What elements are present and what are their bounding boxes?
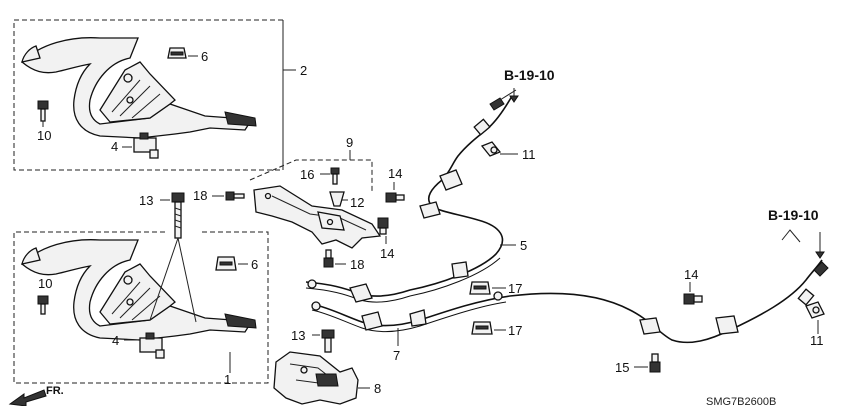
callout-17-lower: 17 <box>508 323 522 338</box>
lower-switch <box>139 332 165 359</box>
bolt-14-b <box>377 217 389 235</box>
ref-b-19-10-top: B-19-10 <box>504 67 555 83</box>
upper-dashed-frame <box>13 19 283 171</box>
lower-bolt <box>37 295 49 315</box>
callout-6-upper: 6 <box>201 49 208 64</box>
grommet-17-lower <box>471 321 493 335</box>
lower-bracket-8 <box>273 351 359 405</box>
front-direction-marker: FR. <box>8 385 64 406</box>
upper-lever-group: 2 6 10 4 <box>13 19 307 171</box>
lower-dashed-frame <box>13 231 269 384</box>
front-marker-label: FR. <box>46 385 64 397</box>
clip-11-upper <box>480 141 502 157</box>
upper-grommet <box>167 47 187 59</box>
callout-12: 12 <box>350 195 364 210</box>
callout-14-a: 14 <box>388 166 402 181</box>
callout-2: 2 <box>300 63 307 78</box>
grommet-17-upper <box>469 281 491 295</box>
rear-cable-left-5 <box>305 89 517 303</box>
upper-bolt <box>37 100 49 122</box>
bolt-13-lower <box>321 329 335 353</box>
callout-10-upper: 10 <box>37 128 51 143</box>
mounting-bracket <box>253 185 382 249</box>
callout-14-b: 14 <box>380 246 394 261</box>
bolt-18-upper <box>225 191 245 201</box>
callout-4-upper: 4 <box>111 139 118 154</box>
callout-7: 7 <box>393 348 400 363</box>
callout-16: 16 <box>300 167 314 182</box>
callout-13-upper: 13 <box>139 193 153 208</box>
diagram-code: SMG7B2600B <box>706 396 776 406</box>
bolt-15 <box>649 353 661 373</box>
bolt-14-c <box>683 293 703 305</box>
callout-6-lower: 6 <box>251 257 258 272</box>
bolt-18-lower <box>323 249 334 268</box>
lower-grommet <box>215 256 237 271</box>
callout-13-lower: 13 <box>291 328 305 343</box>
clip-12 <box>329 191 345 207</box>
callout-11-right: 11 <box>810 333 824 348</box>
bolt-14-a <box>385 192 405 203</box>
lower-lever-group: 1 6 10 4 <box>13 231 269 387</box>
callout-9: 9 <box>346 135 353 150</box>
callout-15: 15 <box>615 360 629 375</box>
lower-brake-lever <box>21 239 257 341</box>
bolt-13-upper <box>171 192 185 239</box>
callout-8: 8 <box>374 381 381 396</box>
callout-4-lower: 4 <box>112 333 119 348</box>
callout-18-upper: 18 <box>193 188 207 203</box>
callout-10-lower: 10 <box>38 276 52 291</box>
bracket-assembly-group: 9 16 12 <box>249 135 382 249</box>
bolt-16 <box>330 167 340 185</box>
upper-brake-lever <box>21 37 257 139</box>
callout-14-c: 14 <box>684 267 698 282</box>
callout-11-upper: 11 <box>522 147 536 162</box>
ref-b-19-10-right: B-19-10 <box>768 207 819 223</box>
callout-1: 1 <box>224 372 231 387</box>
clip-11-right <box>805 301 825 319</box>
callout-5: 5 <box>520 238 527 253</box>
callout-18-lower: 18 <box>350 257 364 272</box>
upper-switch <box>133 132 159 159</box>
rear-cable-right-7 <box>311 259 829 344</box>
callout-17-upper: 17 <box>508 281 522 296</box>
